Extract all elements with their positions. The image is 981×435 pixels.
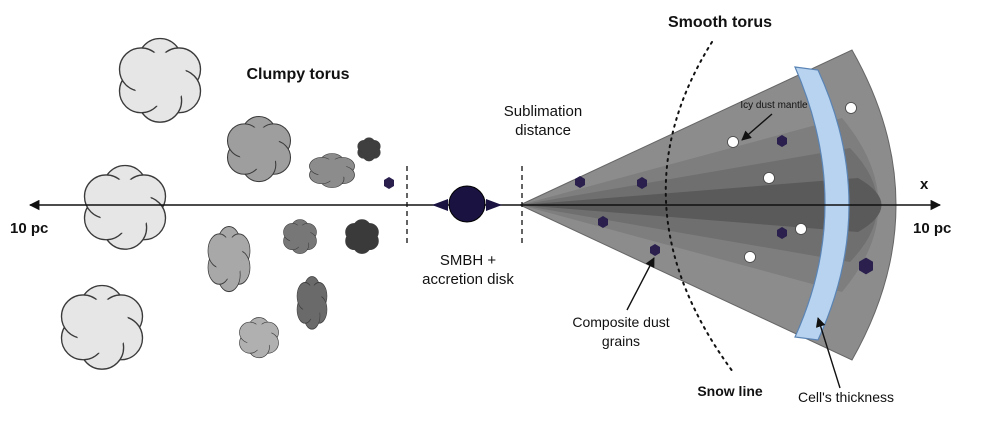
cloud <box>345 219 379 254</box>
cloud <box>357 137 381 162</box>
dust-grain <box>384 177 394 189</box>
smooth-torus-label: Smooth torus <box>668 14 772 31</box>
cloud <box>283 219 317 254</box>
snow-line-label: Snow line <box>697 383 763 399</box>
cells-thickness-label: Cell's thickness <box>798 389 894 405</box>
icy-dust-mantle-label: Icy dust mantle <box>740 100 808 111</box>
x-axis-label: x <box>920 176 929 193</box>
snow-line-arc <box>664 41 734 373</box>
composite-grains-label-line2: grains <box>602 333 640 349</box>
icy-grain <box>744 251 756 263</box>
left-scale-label: 10 pc <box>10 220 48 237</box>
cloud <box>83 164 167 250</box>
cloud <box>309 153 355 188</box>
composite-grains-label-line1: Composite dust <box>572 314 669 330</box>
icy-grain <box>727 136 739 148</box>
sublimation-label-line1: Sublimation <box>504 103 582 120</box>
cloud <box>60 284 144 370</box>
icy-dust-grains <box>727 102 857 263</box>
clumpy-torus-clouds <box>60 37 381 370</box>
cloud <box>239 317 279 359</box>
smbh-label-line2: accretion disk <box>422 271 514 288</box>
cloud <box>207 225 251 293</box>
smbh-accretion-disk <box>432 185 502 223</box>
cloud <box>118 37 202 123</box>
cloud <box>296 276 328 330</box>
icy-grain <box>763 172 775 184</box>
sublimation-label-line2: distance <box>515 122 571 139</box>
smbh-label-line1: SMBH + <box>440 252 497 269</box>
icy-mantle-arrow <box>741 113 773 141</box>
right-scale-label: 10 pc <box>913 220 951 237</box>
icy-grain <box>845 102 857 114</box>
composite-grains-arrow <box>626 257 655 311</box>
cell-thickness-arrow <box>815 317 841 389</box>
icy-grain <box>795 223 807 235</box>
cloud <box>226 115 292 183</box>
cell-thickness-band <box>794 66 850 341</box>
clumpy-torus-label: Clumpy torus <box>246 66 349 83</box>
